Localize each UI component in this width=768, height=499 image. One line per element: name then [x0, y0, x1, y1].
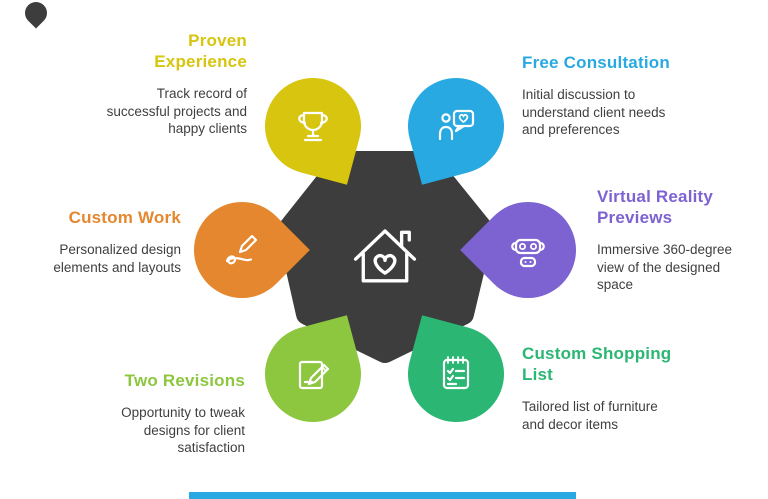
- custom-work-title: Custom Work: [1, 207, 181, 228]
- trophy-icon: [265, 78, 361, 174]
- person-chat-heart-icon: [408, 78, 504, 174]
- proven-experience-title: Proven Experience: [47, 30, 247, 72]
- description-line: happy clients: [168, 121, 247, 136]
- petal-virtual-reality-previews: [460, 182, 596, 318]
- description-line: understand client needs: [522, 104, 666, 120]
- custom-shopping-list-block: Custom Shopping List Tailored list of fu…: [522, 343, 707, 433]
- title-line: List: [522, 365, 554, 384]
- title-line: Custom Work: [68, 208, 181, 227]
- title-line: Two Revisions: [124, 371, 245, 390]
- description-line: designs for client: [143, 422, 245, 438]
- title-line: Proven: [188, 31, 247, 50]
- description-line: and preferences: [522, 122, 620, 137]
- title-line: Custom Shopping: [522, 344, 672, 363]
- description-line: and decor items: [522, 416, 619, 432]
- virtual-reality-previews-title: Virtual Reality Previews: [597, 186, 762, 228]
- bottom-bar-decoration: [189, 492, 576, 499]
- checklist-icon: [408, 326, 504, 422]
- two-revisions-title: Two Revisions: [45, 370, 245, 391]
- virtual-reality-previews-description: Immersive 360-degree view of the designe…: [597, 241, 762, 294]
- custom-work-description: Personalized design elements and layouts: [1, 241, 181, 276]
- description-line: Tailored list of furniture: [522, 399, 658, 414]
- two-revisions-description: Opportunity to tweak designs for client …: [45, 404, 245, 457]
- description-line: elements and layouts: [53, 259, 181, 275]
- description-line: Track record of: [156, 86, 247, 101]
- custom-shopping-list-description: Tailored list of furniture and decor ite…: [522, 398, 707, 433]
- top-pin-decoration: [20, 0, 52, 29]
- proven-experience-description: Track record of successful projects and …: [47, 85, 247, 138]
- petal-free-consultation: [397, 67, 515, 185]
- petal-custom-shopping-list: [397, 315, 515, 433]
- petal-custom-work: [174, 182, 310, 318]
- free-consultation-title: Free Consultation: [522, 52, 712, 73]
- description-line: Initial discussion to: [522, 87, 636, 102]
- description-line: successful projects and: [106, 103, 247, 119]
- custom-shopping-list-title: Custom Shopping List: [522, 343, 707, 385]
- petal-proven-experience: [254, 67, 372, 185]
- description-line: Personalized design: [59, 242, 181, 257]
- proven-experience-block: Proven Experience Track record of succes…: [47, 30, 247, 138]
- house-heart-icon: [353, 229, 417, 283]
- petal-two-revisions: [254, 315, 372, 433]
- description-line: Opportunity to tweak: [121, 405, 245, 420]
- description-line: satisfaction: [177, 440, 245, 455]
- pencil-document-icon: [265, 326, 361, 422]
- title-line: Virtual Reality: [597, 187, 714, 206]
- pen-squiggle-icon: [194, 202, 290, 298]
- two-revisions-block: Two Revisions Opportunity to tweak desig…: [45, 370, 245, 457]
- title-line: Previews: [597, 208, 673, 227]
- title-line: Experience: [154, 52, 247, 71]
- free-consultation-block: Free Consultation Initial discussion to …: [522, 52, 712, 139]
- free-consultation-description: Initial discussion to understand client …: [522, 86, 712, 139]
- description-line: space: [597, 277, 634, 292]
- description-line: Immersive 360-degree: [597, 242, 733, 257]
- virtual-reality-previews-block: Virtual Reality Previews Immersive 360-d…: [597, 186, 762, 294]
- description-line: view of the designed: [597, 259, 721, 275]
- vr-headset-icon: [480, 202, 576, 298]
- custom-work-block: Custom Work Personalized design elements…: [1, 207, 181, 276]
- title-line: Free Consultation: [522, 53, 670, 72]
